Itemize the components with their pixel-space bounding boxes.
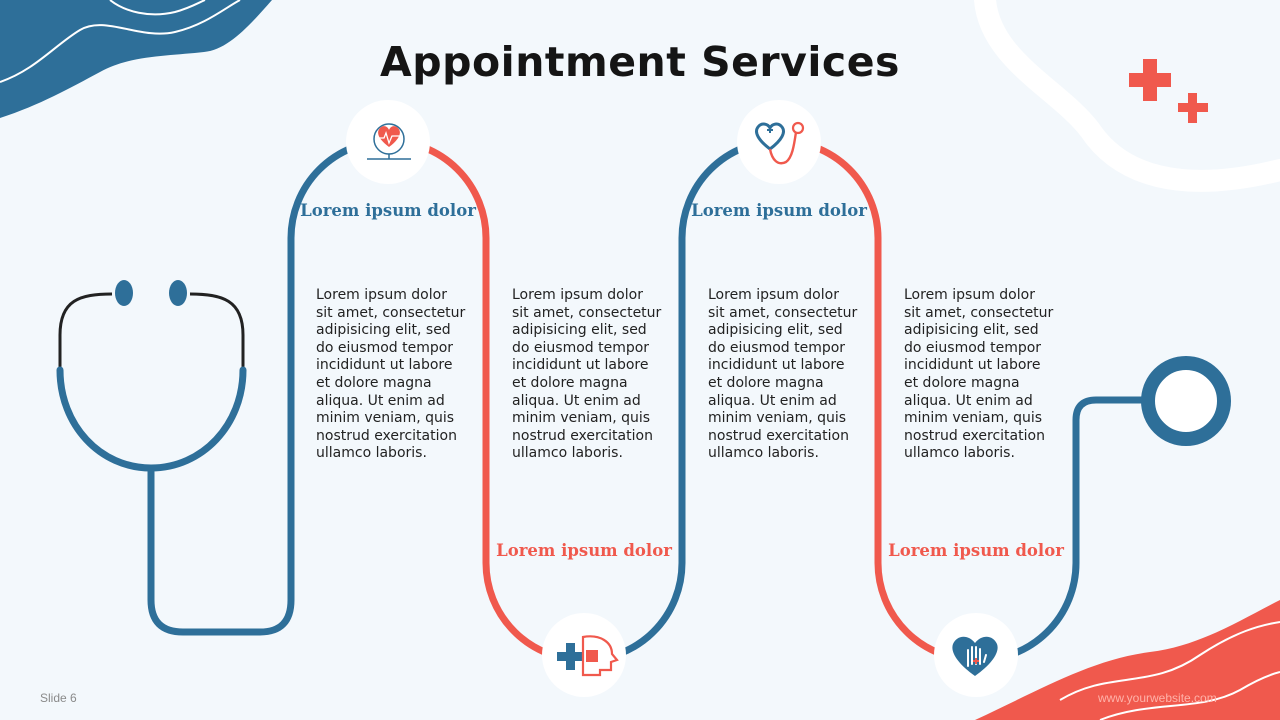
icon-circle-3 (737, 100, 821, 184)
stethoscope-tube-start (147, 238, 295, 636)
step-1-heading: Lorem ipsum dolor (300, 201, 476, 220)
slide-number: Slide 6 (40, 691, 77, 705)
website-url: www.yourwebsite.com (1098, 691, 1217, 705)
step-3-heading: Lorem ipsum dolor (691, 201, 867, 220)
bottom-right-wave-decoration (975, 600, 1280, 720)
top-left-wave-decoration (0, 0, 272, 118)
page-title: Appointment Services (380, 38, 900, 86)
stethoscope-chestpiece (1141, 356, 1231, 446)
heart-stethoscope-icon (755, 121, 805, 165)
stethoscope-earpieces (56, 280, 247, 472)
head-cross-icon (557, 635, 619, 677)
icon-circle-4 (934, 613, 1018, 697)
heart-hand-icon (952, 636, 998, 676)
step-4-body: Lorem ipsum dolor sit amet, consectetur … (904, 287, 1054, 462)
step-4-heading: Lorem ipsum dolor (888, 541, 1064, 560)
heart-monitor-icon (367, 123, 411, 160)
step-1-body: Lorem ipsum dolor sit amet, consectetur … (316, 287, 466, 462)
step-3-body: Lorem ipsum dolor sit amet, consectetur … (708, 287, 858, 462)
icon-circle-1 (346, 100, 430, 184)
medical-cross-icon (1129, 59, 1208, 123)
icon-circle-2 (542, 613, 626, 697)
step-2-heading: Lorem ipsum dolor (496, 541, 672, 560)
step-2-body: Lorem ipsum dolor sit amet, consectetur … (512, 287, 662, 462)
top-right-ribbon-decoration (974, 0, 1280, 192)
